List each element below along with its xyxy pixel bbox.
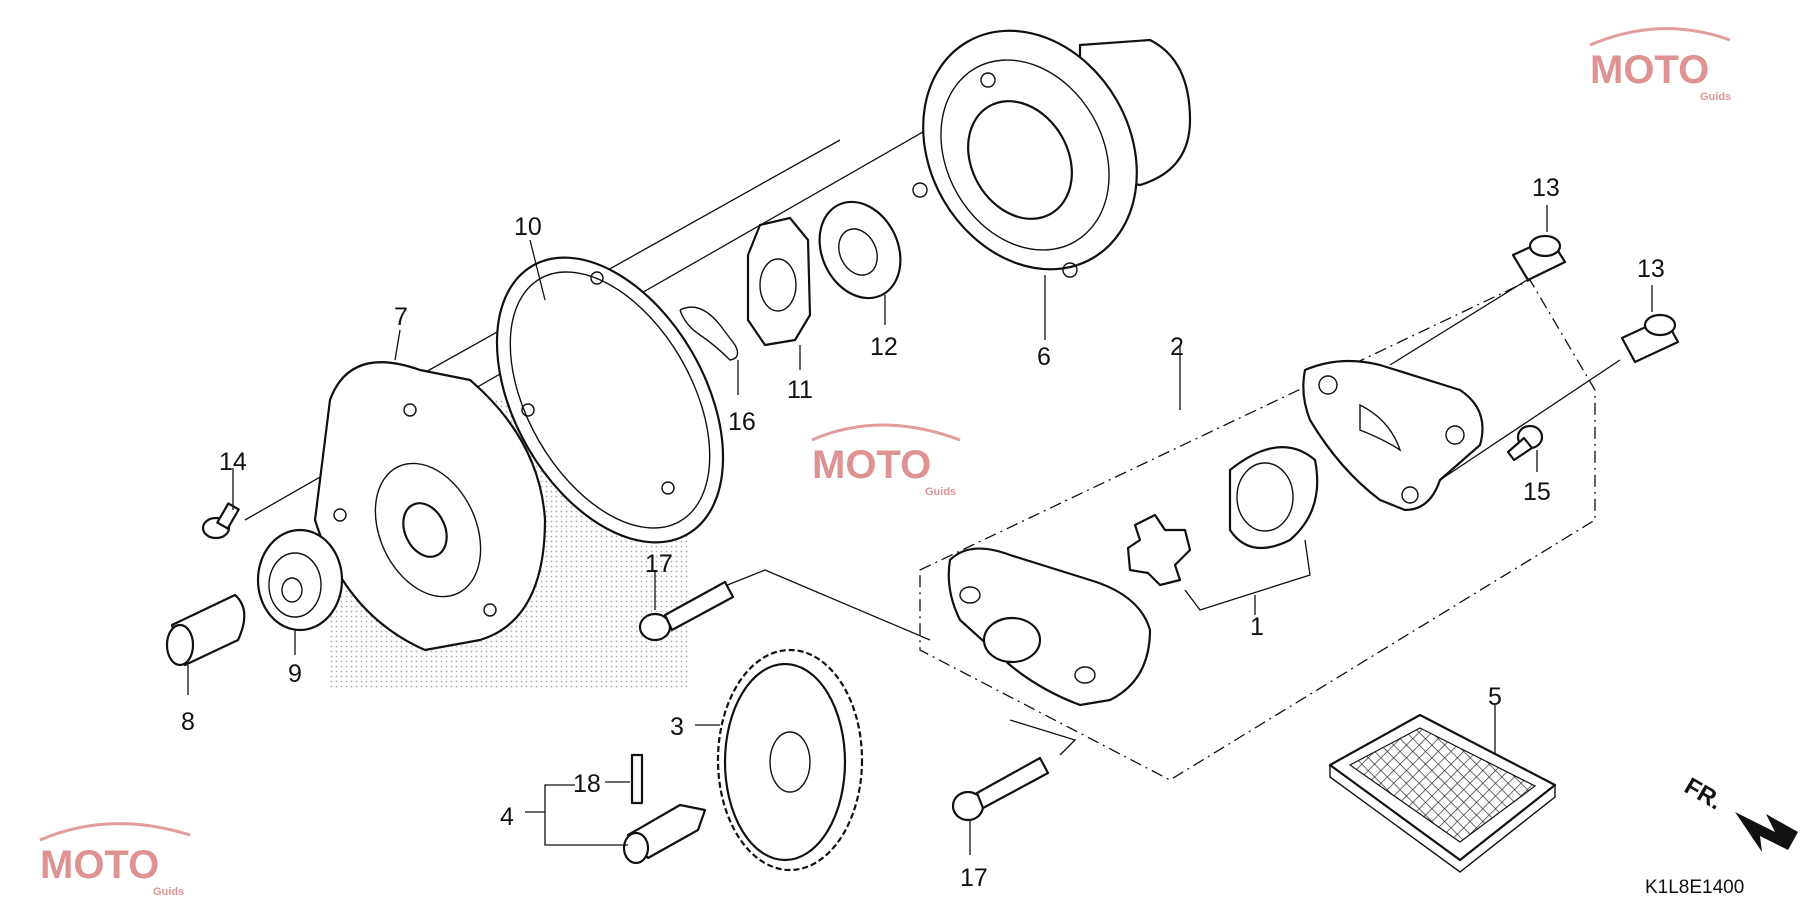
callout-10: 10	[514, 213, 542, 241]
callout-2: 2	[1170, 333, 1184, 361]
brand-watermark-bottom-left: MOTO Guids	[39, 822, 191, 898]
svg-text:Guids: Guids	[1700, 91, 1731, 103]
callout-13a: 13	[1532, 174, 1560, 202]
callout-12: 12	[870, 333, 898, 361]
callout-13b: 13	[1637, 255, 1665, 283]
callout-1: 1	[1250, 613, 1264, 641]
pump-screw	[1506, 424, 1544, 462]
svg-text:MOTO: MOTO	[1590, 48, 1709, 92]
front-direction-arrow	[1735, 812, 1798, 852]
flange-bolt-lower	[951, 756, 1050, 822]
svg-text:Guids: Guids	[153, 886, 184, 898]
pump-body	[947, 547, 1152, 707]
callout-16: 16	[728, 408, 756, 436]
callout-labels: 1 2 3 4 5 6 7 8 9 10 11 12 13 13 14 15 1…	[181, 174, 1665, 892]
callout-17b: 17	[960, 864, 988, 892]
driven-gear	[716, 648, 864, 872]
dowel-collar-lower	[1620, 313, 1680, 364]
callout-3: 3	[670, 713, 684, 741]
cover-plate	[313, 361, 547, 652]
callout-15: 15	[1523, 478, 1551, 506]
callout-6: 6	[1037, 343, 1051, 371]
pump-cover-housing	[912, 29, 1192, 278]
screw	[201, 502, 240, 540]
pump-shaft	[622, 753, 707, 865]
callout-8: 8	[181, 708, 195, 736]
callout-14: 14	[219, 448, 247, 476]
svg-text:Guids: Guids	[925, 486, 956, 498]
dowel-collar-upper	[1511, 234, 1567, 282]
callout-11: 11	[787, 376, 813, 404]
direction-label: FR.	[1680, 773, 1727, 816]
svg-text:MOTO: MOTO	[40, 843, 159, 887]
oil-strainer-screen	[1328, 713, 1557, 873]
oil-seal	[256, 528, 344, 632]
flange-bolt-upper	[638, 580, 735, 642]
svg-text:MOTO: MOTO	[812, 443, 931, 487]
callout-4: 4	[500, 803, 514, 831]
sleeve	[165, 593, 246, 667]
spring-clip	[679, 306, 739, 361]
callout-18: 18	[573, 770, 601, 798]
inner-rotor	[1126, 513, 1192, 587]
callout-5: 5	[1488, 683, 1502, 711]
callout-17a: 17	[645, 550, 673, 578]
brand-watermark-center: MOTO Guids	[811, 423, 961, 498]
pump-plate	[1302, 359, 1484, 512]
seal-ring	[818, 200, 902, 300]
outer-rotor	[1228, 446, 1319, 550]
diagram-code: K1L8E1400	[1645, 877, 1744, 898]
callout-7: 7	[394, 303, 408, 331]
brand-watermark-top-right: MOTO Guids	[1589, 27, 1731, 103]
flange-nut	[746, 216, 812, 347]
callout-9: 9	[288, 660, 302, 688]
